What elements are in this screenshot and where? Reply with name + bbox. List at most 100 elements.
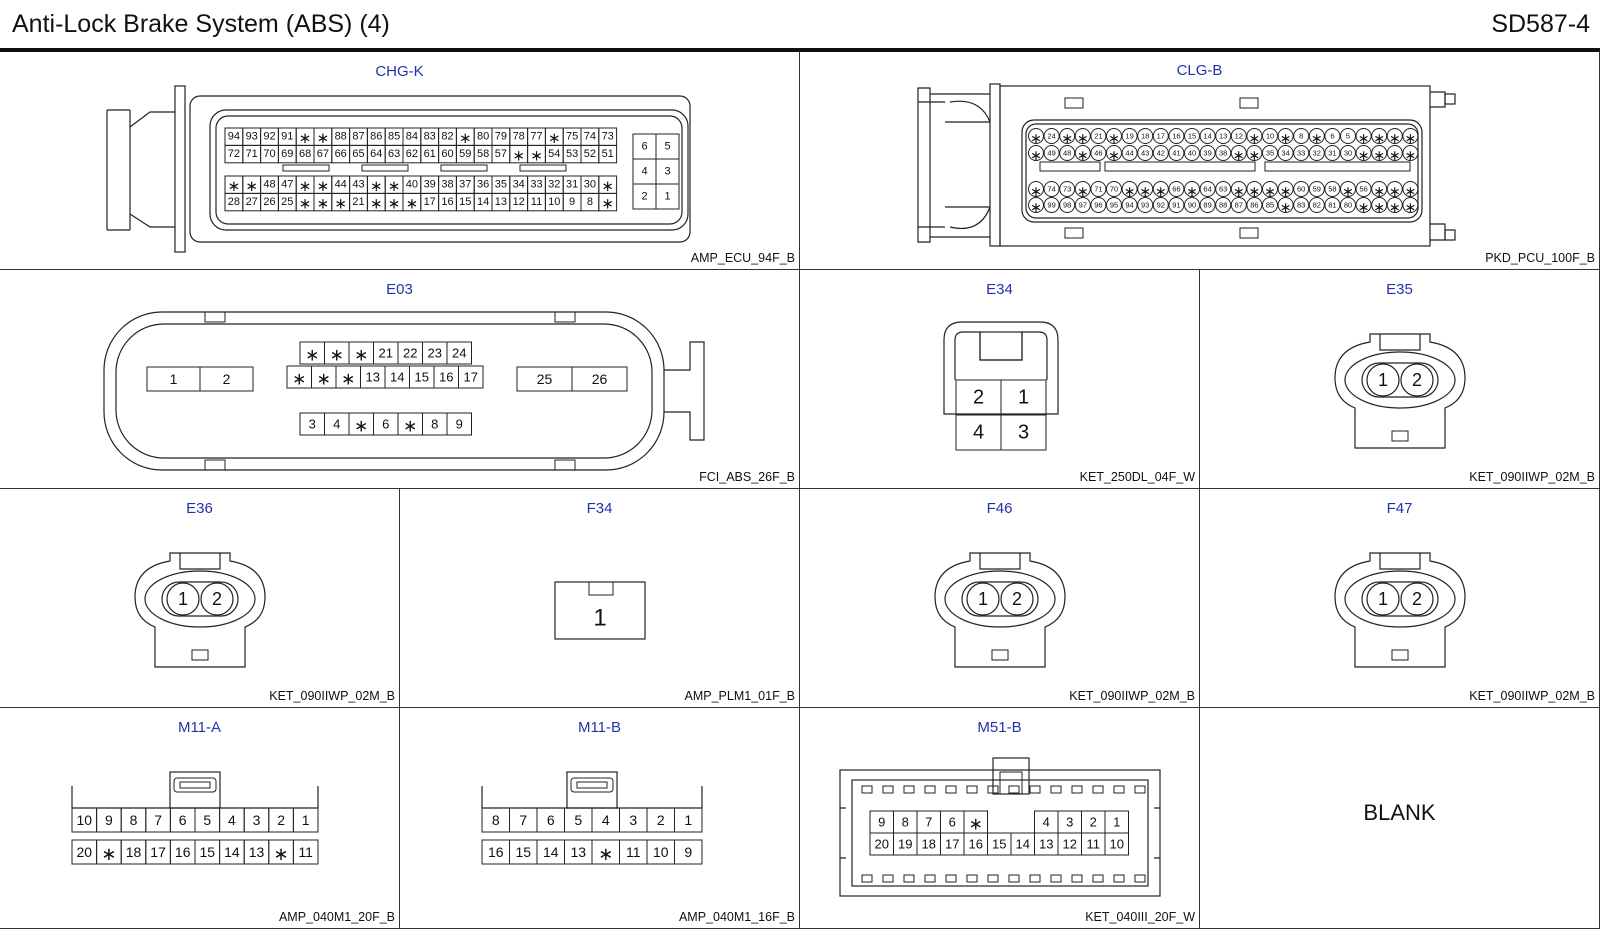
- connector-lock: [570, 777, 614, 793]
- connector-tab: [1064, 227, 1084, 239]
- pin-number: 83: [424, 131, 436, 143]
- empty-pin-marker: ∗: [317, 370, 331, 389]
- connector-housing: [481, 786, 703, 809]
- pin-cavity: [1090, 181, 1107, 197]
- pin-number: 20: [875, 837, 889, 852]
- pin-number: 3: [629, 812, 637, 828]
- connector-part-number: PKD_PCU_100F_B: [1485, 251, 1595, 265]
- empty-pin-marker: ∗: [341, 370, 355, 389]
- connector-part-number: KET_090IIWP_02M_B: [1069, 689, 1195, 703]
- pin-number: 11: [531, 196, 542, 208]
- pin-cavity: [1168, 145, 1185, 161]
- empty-pin-marker: ∗: [969, 815, 983, 834]
- pin-number: 91: [1172, 201, 1180, 210]
- connector-title: M11-A: [177, 719, 222, 736]
- empty-pin-marker: ∗: [1311, 130, 1323, 146]
- connector-tab: [861, 785, 873, 794]
- connector-latch: [129, 111, 175, 228]
- pin-number: 13: [1219, 132, 1227, 141]
- pin-number: 16: [1172, 132, 1180, 141]
- connector-housing: [999, 85, 1431, 247]
- pin-number: 32: [1313, 149, 1321, 158]
- pin-number: 3: [309, 417, 316, 432]
- pin-number: 39: [424, 179, 436, 191]
- pin-cavity: [1340, 197, 1356, 213]
- pin-cavity: [1104, 832, 1129, 856]
- pin-number: 38: [441, 179, 453, 191]
- pin-number: 1: [170, 371, 178, 387]
- pin-number: 6: [382, 417, 389, 432]
- pin-number: 25: [281, 196, 293, 208]
- pin-number: 20: [77, 844, 93, 860]
- connector-lock: [576, 781, 608, 789]
- connector-title: M11-B: [577, 719, 622, 736]
- pin-cavity: [1340, 145, 1356, 161]
- pin-cavity: [1215, 197, 1232, 213]
- pin-number: 24: [452, 346, 466, 361]
- empty-pin-marker: ∗: [1155, 183, 1167, 199]
- empty-pin-marker: ∗: [1030, 147, 1042, 163]
- pin-number: 15: [1188, 132, 1196, 141]
- connector-housing-inner: [161, 581, 239, 617]
- pin-cavity: [598, 144, 618, 164]
- pin-number: 79: [495, 131, 507, 143]
- connector-housing: [839, 769, 1161, 897]
- pin-number: 96: [1094, 201, 1102, 210]
- pin-cavity: [292, 807, 319, 833]
- page-header: Anti-Lock Brake System (ABS) (4) SD587-4: [0, 0, 1600, 52]
- empty-pin-marker: ∗: [330, 346, 344, 365]
- pin-number: 92: [263, 131, 275, 143]
- pin-number: 3: [664, 166, 670, 178]
- pin-number: 7: [154, 812, 162, 828]
- pin-cavity: [1215, 128, 1232, 144]
- connector-tab: [1064, 97, 1084, 109]
- pin-number: 2: [1412, 370, 1422, 390]
- empty-pin-marker: ∗: [1358, 199, 1370, 215]
- pin-cavity: [1402, 128, 1419, 144]
- empty-pin-marker: ∗: [1280, 199, 1292, 215]
- connector-tab: [1050, 874, 1062, 883]
- pin-number: 11: [626, 844, 641, 860]
- connector-title: CHG-K: [375, 63, 424, 80]
- pin-number: 41: [1172, 149, 1180, 158]
- pin-cavity: [1106, 197, 1122, 213]
- pin-cavity: [1386, 145, 1403, 161]
- blank-label: BLANK: [1363, 800, 1436, 825]
- connector-tab: [924, 785, 936, 794]
- connector-lock: [169, 771, 221, 809]
- empty-pin-marker: ∗: [317, 196, 330, 213]
- pin-cavity: [1137, 145, 1154, 161]
- pin-number: 64: [1203, 185, 1211, 194]
- connector-flange: [174, 85, 186, 253]
- pin-number: 39: [1203, 149, 1211, 158]
- pin-number: 43: [352, 179, 364, 191]
- pin-number: 63: [388, 148, 400, 160]
- footer-divider: [0, 928, 1600, 929]
- empty-pin-marker: ∗: [1139, 183, 1151, 199]
- empty-pin-marker: ∗: [1280, 130, 1292, 146]
- pin-cavity: [1230, 197, 1247, 213]
- pin-number: 2: [277, 812, 285, 828]
- pin-number: 68: [299, 148, 311, 160]
- pin-cavity: [966, 582, 1000, 616]
- empty-pin-marker: ∗: [1373, 199, 1385, 215]
- empty-pin-marker: ∗: [317, 178, 330, 195]
- pin-cavity: [1043, 181, 1060, 197]
- connector-tab: [204, 311, 226, 323]
- pin-number: 95: [1110, 201, 1118, 210]
- connector-tab: [554, 459, 576, 471]
- pin-number: 31: [1328, 149, 1336, 158]
- pin-cavity: [1074, 197, 1091, 213]
- connector-housing-inner: [1361, 362, 1439, 398]
- empty-pin-marker: ∗: [459, 130, 472, 147]
- pin-number: 56: [1359, 185, 1367, 194]
- pin-number: 15: [992, 837, 1006, 852]
- pin-number: 72: [228, 148, 240, 160]
- connector-key: [1391, 649, 1409, 661]
- pin-cavity: [1340, 181, 1356, 197]
- pin-number: 8: [902, 815, 909, 830]
- pin-cavity: [446, 341, 472, 365]
